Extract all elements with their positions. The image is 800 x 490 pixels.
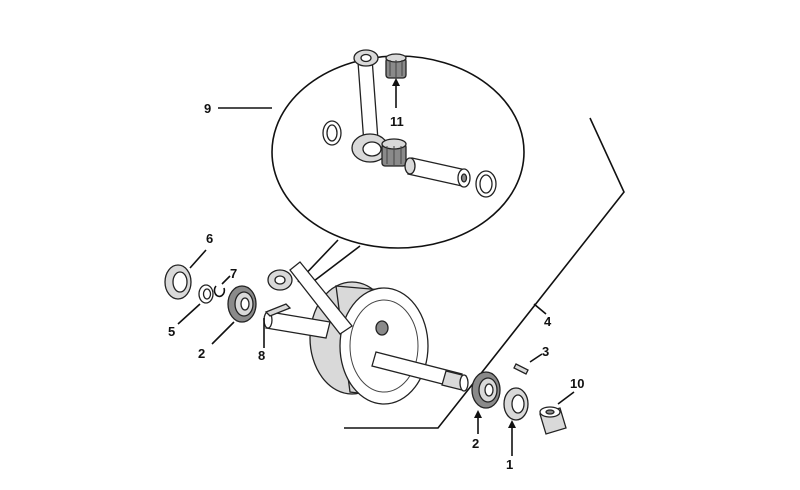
callout-9: 9 [204,101,211,116]
callout-8: 8 [258,348,265,363]
leader-3 [529,353,543,363]
arrow-11 [392,78,400,86]
callout-10: 10 [570,376,584,391]
shaft-key-right [513,363,529,375]
thrust-washer-right [475,170,497,198]
circlip [213,285,226,298]
connecting-rod-detail-inset: 11 [271,49,525,285]
spacer-bushing [539,406,567,435]
needle-bearing-small [385,53,407,79]
thrust-washer-left [322,120,342,146]
crank-pin [404,157,471,188]
flywheel-front [339,287,429,405]
main-bearing-left [227,285,257,323]
callout-6: 6 [206,231,213,246]
leader-2-left [211,321,235,345]
woodruff-key [264,303,292,317]
washer-left [198,284,214,304]
connecting-rod [351,49,389,163]
callout-3: 3 [542,344,549,359]
crank-rod [289,261,353,335]
callout-1: 1 [506,457,513,472]
oil-seal-right [503,387,529,421]
detail-pointer-right [309,245,361,285]
crank-pin-hole [375,320,389,336]
callout-2-left: 2 [198,346,205,361]
callout-7: 7 [230,266,237,281]
callout-4: 4 [544,314,552,329]
main-bearing-right [471,371,501,409]
leader-7 [221,275,231,285]
leader-10 [557,391,575,405]
leader-4 [344,117,625,429]
callout-5: 5 [168,324,175,339]
callout-11: 11 [390,114,404,129]
crankshaft-assembly [263,261,469,405]
callout-2-right: 2 [472,436,479,451]
leader-6 [189,249,207,269]
leader-5 [177,303,201,325]
oil-seal-left [164,264,192,300]
needle-bearing-big [381,138,407,167]
leader-4-tick [533,303,547,315]
